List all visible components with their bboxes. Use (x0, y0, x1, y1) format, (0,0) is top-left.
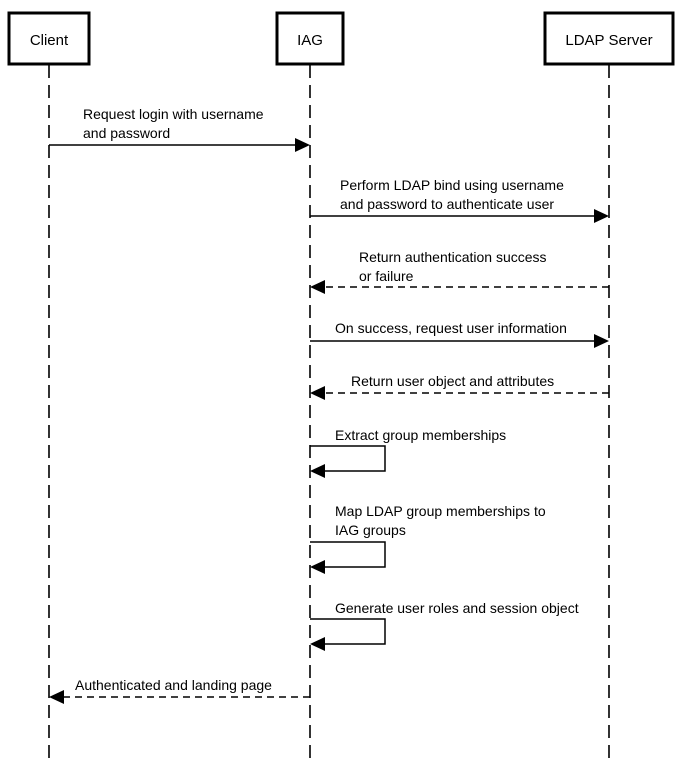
message-label: Generate user roles and session object (335, 600, 579, 616)
arrowhead-icon (310, 637, 325, 651)
message-arrow-line (310, 445, 386, 472)
message-label: Return user object and attributes (351, 373, 554, 389)
message-auth-result: Return authentication success or failure (310, 249, 609, 294)
message-generate-roles: Generate user roles and session object (310, 600, 579, 651)
arrowhead-icon (310, 560, 325, 574)
message-label: Authenticated and landing page (75, 677, 272, 693)
arrowhead-icon (594, 209, 609, 223)
message-arrow-line (310, 541, 386, 568)
actor-label-client: Client (30, 32, 69, 49)
message-label: Return authentication success (359, 249, 547, 265)
arrowhead-icon (594, 334, 609, 348)
actor-label-iag: IAG (297, 32, 323, 49)
message-return-user-object: Return user object and attributes (310, 373, 609, 400)
arrowhead-icon (49, 690, 64, 704)
message-label: or failure (359, 268, 414, 284)
message-label: Map LDAP group memberships to (335, 503, 546, 519)
actor-client: Client (7, 11, 91, 66)
actor-iag: IAG (275, 11, 345, 66)
message-label: Perform LDAP bind using username (340, 177, 564, 193)
arrowhead-icon (295, 138, 310, 152)
message-request-user-info: On success, request user information (310, 320, 609, 348)
message-label: Request login with username (83, 106, 264, 122)
arrowhead-icon (310, 464, 325, 478)
message-map-groups: Map LDAP group memberships to IAG groups (310, 503, 546, 574)
actor-label-ldap: LDAP Server (565, 32, 652, 49)
arrowhead-icon (310, 280, 325, 294)
message-extract-groups: Extract group memberships (310, 427, 506, 478)
message-ldap-bind: Perform LDAP bind using username and pas… (310, 177, 609, 223)
message-authenticated: Authenticated and landing page (49, 677, 310, 704)
message-label: On success, request user information (335, 320, 567, 336)
arrowhead-icon (310, 386, 325, 400)
message-request-login: Request login with username and password (49, 106, 310, 152)
message-label: IAG groups (335, 522, 406, 538)
message-label: and password to authenticate user (340, 196, 554, 212)
message-label: Extract group memberships (335, 427, 506, 443)
actor-ldap: LDAP Server (543, 11, 675, 66)
message-arrow-line (310, 618, 386, 645)
message-label: and password (83, 125, 170, 141)
